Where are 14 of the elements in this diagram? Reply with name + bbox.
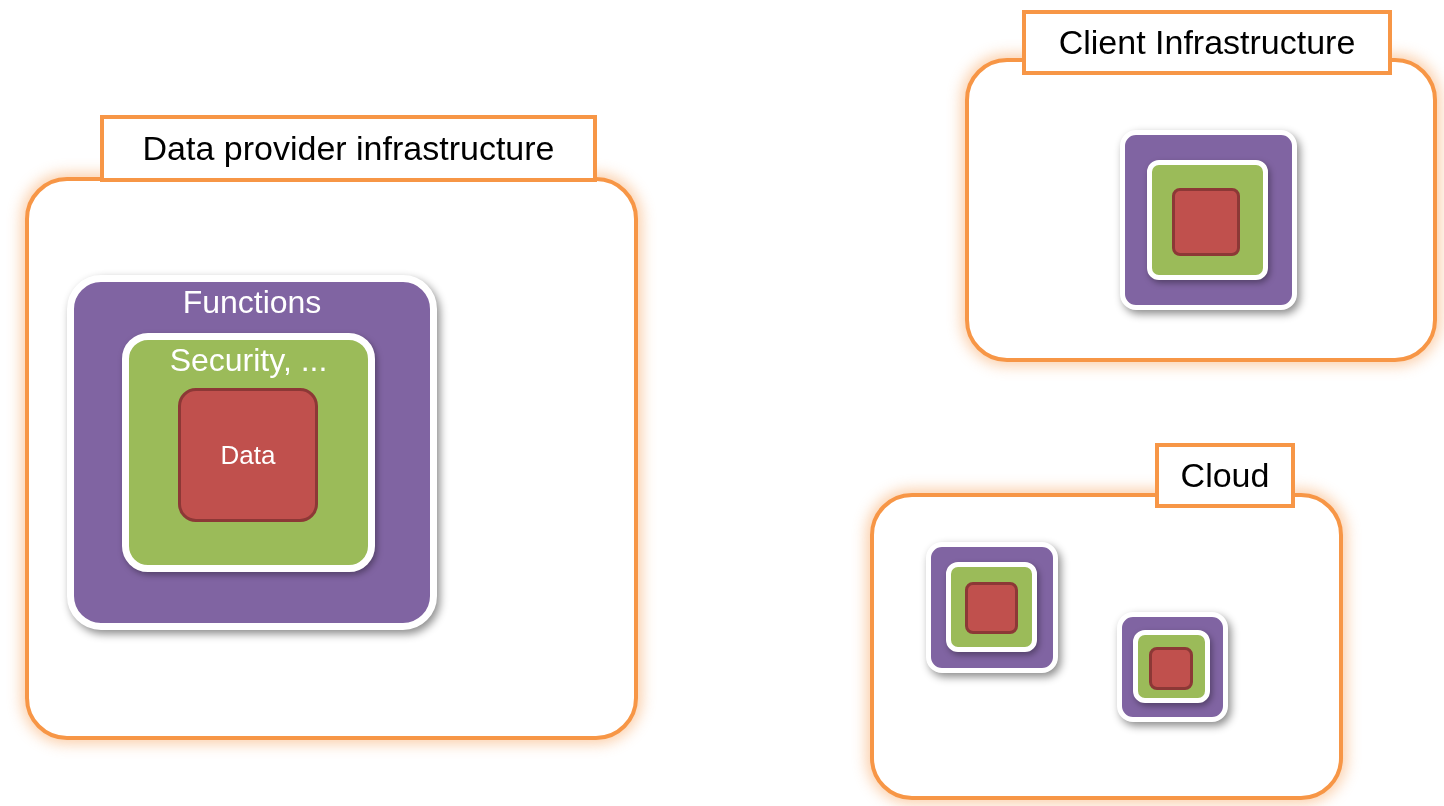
heading-label: Cloud [1155, 443, 1295, 508]
data-core-box [965, 582, 1018, 634]
security-layer-box [1133, 630, 1210, 703]
layer-label: Security, ... [168, 342, 329, 379]
security-layer-box [1147, 160, 1268, 280]
layer-label: Data [219, 439, 277, 471]
security-layer-box [122, 333, 375, 572]
heading-label: Client Infrastructure [1022, 10, 1392, 75]
data-core-box [178, 388, 318, 522]
layer-label: Functions [181, 284, 323, 321]
data-core-box [1149, 647, 1193, 690]
heading-label: Data provider infrastructure [100, 115, 597, 182]
data-core-box [1172, 188, 1240, 256]
security-layer-box [946, 562, 1037, 652]
